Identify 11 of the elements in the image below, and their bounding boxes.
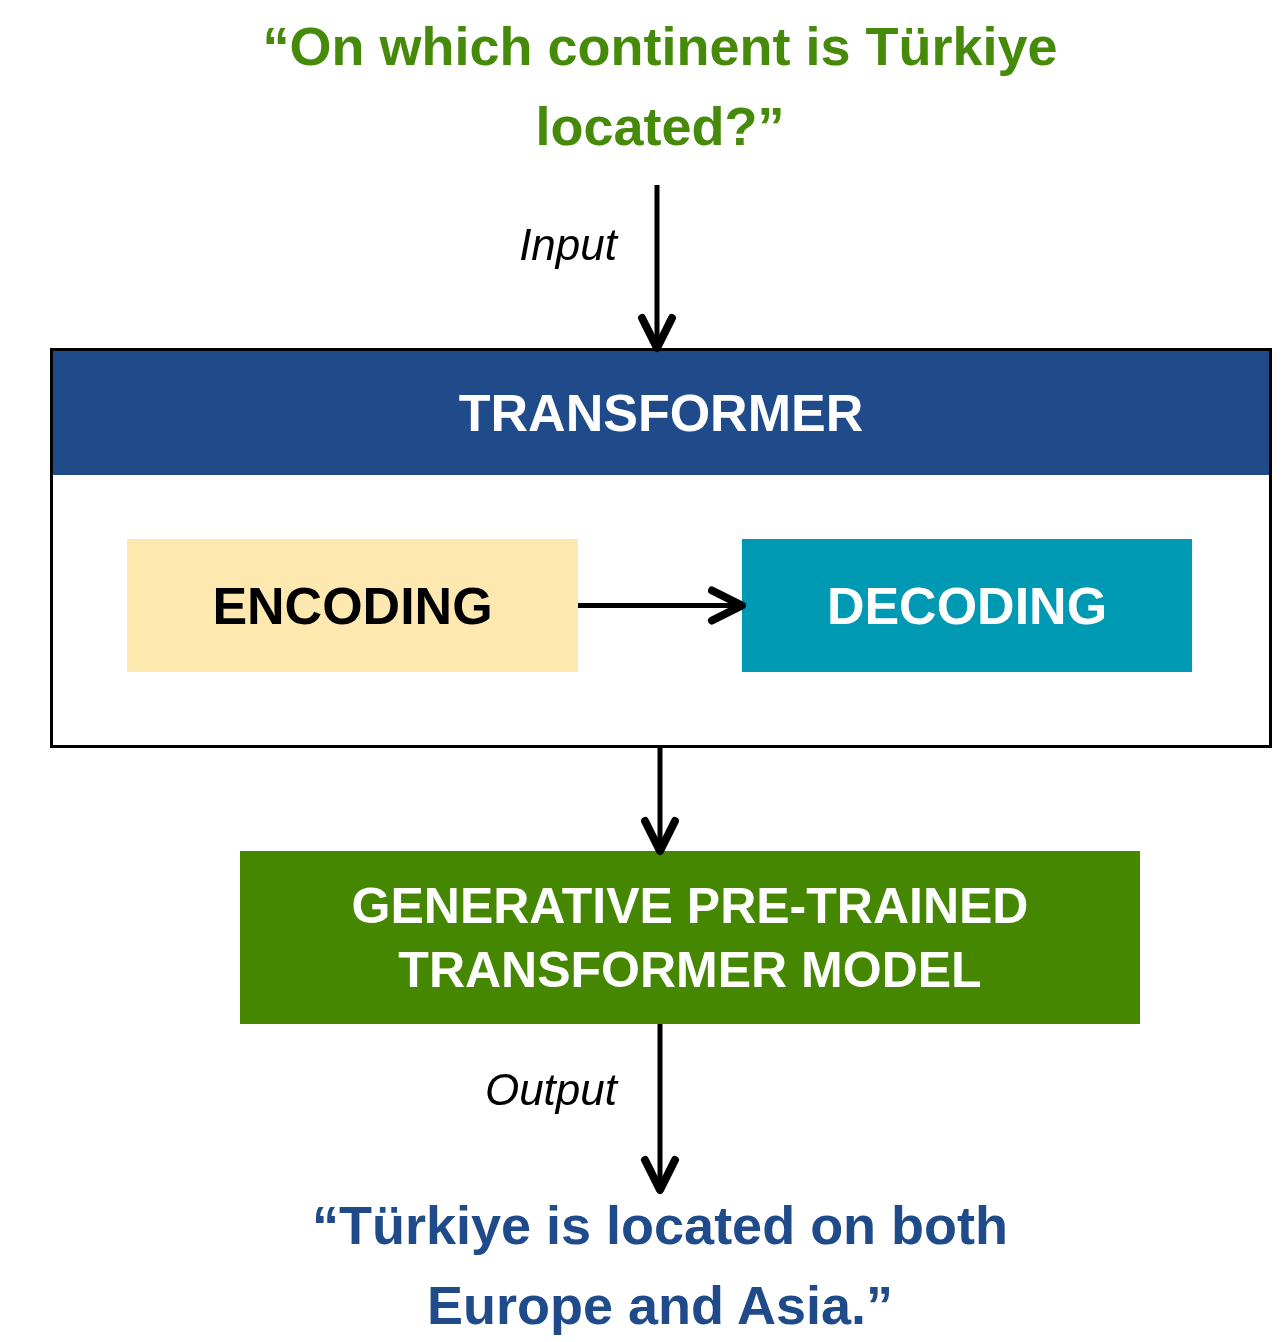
arrow [638, 185, 676, 352]
decoding-box: DECODING [742, 539, 1192, 672]
header-band: TRANSFORMER [53, 351, 1269, 475]
encoding-box: ENCODING [127, 539, 578, 672]
question-text: “On which continent is Türkiye located?” [260, 8, 1060, 163]
model-box: GENERATIVE PRE-TRAINED TRANSFORMER MODEL [240, 851, 1140, 1024]
answer-text: “Türkiye is located on both Europe and Asia.” [220, 1190, 1100, 1340]
arrow [641, 748, 679, 855]
transformer-panel [50, 348, 1272, 748]
arrow [578, 586, 746, 625]
arrow [641, 1024, 679, 1194]
